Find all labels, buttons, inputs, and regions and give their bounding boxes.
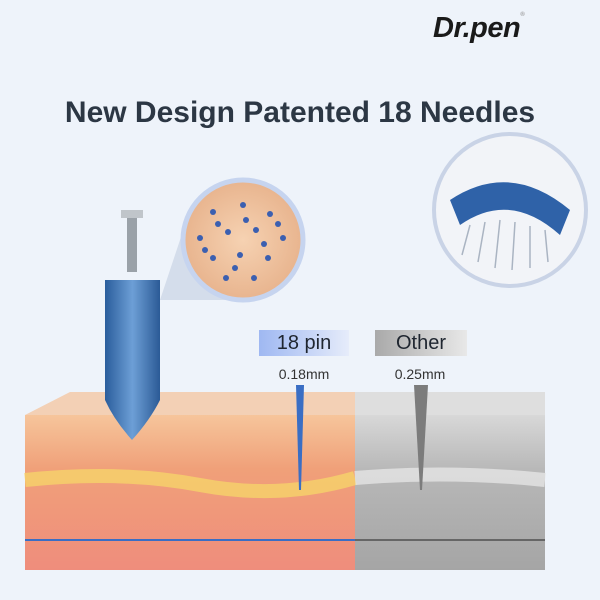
needle-18pin <box>296 385 304 490</box>
brand-logo: Dr.pen® <box>433 12 525 44</box>
label-other: Other <box>375 330 467 356</box>
skin-layer-other <box>355 415 545 570</box>
needle-other <box>414 385 428 490</box>
page-title: New Design Patented 18 Needles <box>64 96 536 129</box>
size-other: 0.25mm <box>394 366 446 382</box>
label-18-pin: 18 pin <box>259 330 349 356</box>
needle-cartridge <box>105 280 160 440</box>
size-18-pin: 0.18mm <box>278 366 330 382</box>
needle-dots <box>197 202 286 281</box>
